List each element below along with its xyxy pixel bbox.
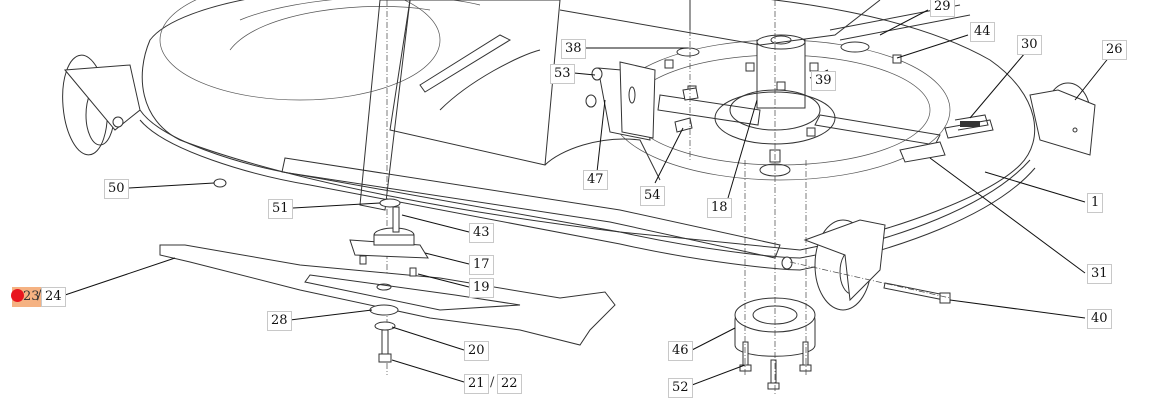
callout-24[interactable]: 24 [41,287,66,307]
callout-28[interactable]: 28 [267,311,292,331]
callout-50[interactable]: 50 [104,179,129,199]
leader-lines [64,9,1111,386]
callout-47[interactable]: 47 [583,170,608,190]
callout-30[interactable]: 30 [1017,35,1042,55]
callout-51[interactable]: 51 [268,199,293,219]
callout-1[interactable]: 1 [1087,193,1104,213]
callout-31[interactable]: 31 [1087,264,1112,284]
callout-22[interactable]: 22 [497,374,522,394]
callout-29[interactable]: 29 [930,0,955,17]
callout-53[interactable]: 53 [550,64,575,84]
callout-52[interactable]: 52 [668,378,693,398]
selected-marker-icon [11,289,24,302]
callout-19[interactable]: 19 [469,278,494,298]
callout-40[interactable]: 40 [1087,309,1112,329]
callout-21[interactable]: 21 [464,374,489,394]
callout-18[interactable]: 18 [707,198,732,218]
callout-20[interactable]: 20 [464,341,489,361]
deck-rim [139,109,1031,259]
callout-54[interactable]: 54 [640,186,665,206]
deck-shell [141,0,1036,251]
part-separator: / [490,375,495,390]
callout-26[interactable]: 26 [1102,40,1127,60]
part-separator: / [37,288,42,303]
callout-17[interactable]: 17 [469,255,494,275]
callout-44[interactable]: 44 [970,22,995,42]
callout-39[interactable]: 39 [811,71,836,91]
callout-43[interactable]: 43 [469,223,494,243]
callout-38[interactable]: 38 [561,39,586,59]
callout-46[interactable]: 46 [668,341,693,361]
